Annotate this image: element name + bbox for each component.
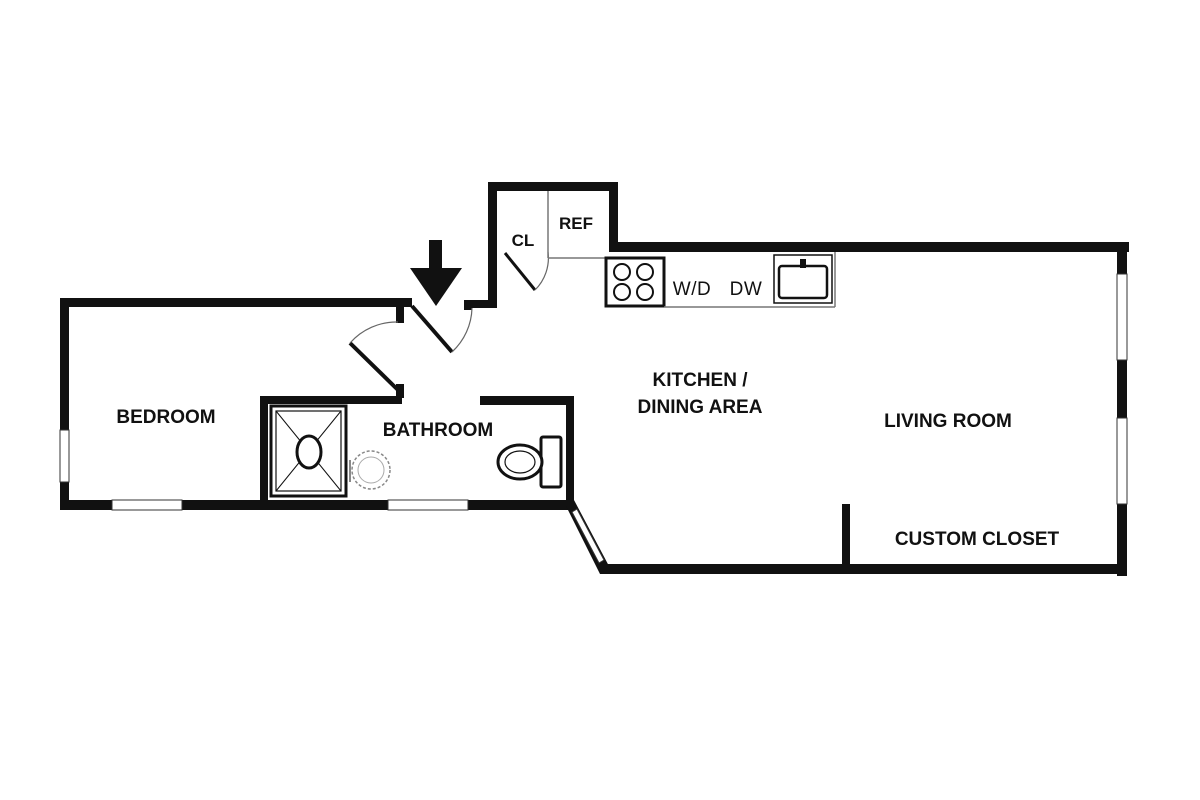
label-custom-closet: CUSTOM CLOSET bbox=[895, 529, 1060, 550]
window-bathroom-bottom bbox=[387, 499, 469, 511]
wall-bathroom-top-left bbox=[260, 396, 402, 404]
shower-icon bbox=[269, 404, 348, 498]
wall-entry-step-vertical bbox=[464, 300, 472, 310]
wall-bedroom-bottom bbox=[60, 500, 574, 510]
entrance-arrow-icon bbox=[410, 240, 462, 306]
wall-living-right-mid bbox=[1117, 360, 1127, 418]
wall-bedroom-left bbox=[60, 298, 69, 510]
window-living-right-1 bbox=[1116, 273, 1128, 361]
sink-icon bbox=[773, 254, 833, 304]
wall-kitchen-top bbox=[609, 242, 1129, 252]
bathroom-fixtures bbox=[269, 404, 563, 498]
window-living-right-2 bbox=[1116, 417, 1128, 505]
label-kitchen-line2: DINING AREA bbox=[638, 397, 763, 418]
door-entrance-leaf bbox=[410, 304, 454, 354]
label-refrigerator: REF bbox=[559, 214, 593, 233]
window-bay bbox=[571, 508, 605, 564]
wall-living-bottom bbox=[600, 564, 1127, 574]
wall-door-stub bbox=[396, 303, 404, 323]
wall-living-right-bottom bbox=[1117, 504, 1127, 576]
room-labels: BEDROOM BATHROOM KITCHEN / DINING AREA L… bbox=[116, 214, 1059, 550]
walls bbox=[60, 182, 1129, 576]
door-swing-icon bbox=[349, 321, 399, 344]
wall-entry-step bbox=[464, 300, 497, 308]
wall-bathroom-left bbox=[260, 396, 268, 506]
label-washer-dryer: W/D bbox=[673, 279, 711, 300]
window-bedroom-left bbox=[59, 429, 70, 483]
label-kitchen-line1: KITCHEN / bbox=[653, 370, 749, 391]
window-bedroom-bottom bbox=[111, 499, 183, 511]
wall-door-stub-lower bbox=[396, 384, 404, 398]
label-bathroom: BATHROOM bbox=[383, 420, 493, 441]
label-bedroom: BEDROOM bbox=[116, 407, 215, 428]
wall-living-right-top bbox=[1117, 242, 1127, 274]
wall-custom-closet-left bbox=[842, 504, 850, 574]
label-living-room: LIVING ROOM bbox=[884, 411, 1012, 432]
wall-closet-top bbox=[488, 182, 618, 191]
label-closet: CL bbox=[512, 231, 535, 250]
door-bathroom-leaf bbox=[348, 341, 400, 392]
doors bbox=[348, 251, 549, 392]
door-closet-swing bbox=[534, 251, 549, 291]
wall-bedroom-top bbox=[60, 298, 412, 307]
label-dishwasher: DW bbox=[730, 279, 763, 300]
door-closet-leaf bbox=[503, 252, 537, 291]
windows bbox=[59, 273, 1128, 564]
wall-bathroom-right bbox=[566, 396, 574, 508]
toilet-icon bbox=[496, 435, 563, 489]
bathroom-sink-icon bbox=[349, 450, 391, 490]
kitchen-fixtures bbox=[547, 191, 836, 308]
stove-icon bbox=[604, 256, 666, 308]
door-entrance-swing bbox=[451, 307, 473, 353]
wall-bathroom-top-right bbox=[480, 396, 573, 405]
wall-entry-left-vertical bbox=[488, 182, 497, 307]
wall-closet-right bbox=[609, 182, 618, 252]
